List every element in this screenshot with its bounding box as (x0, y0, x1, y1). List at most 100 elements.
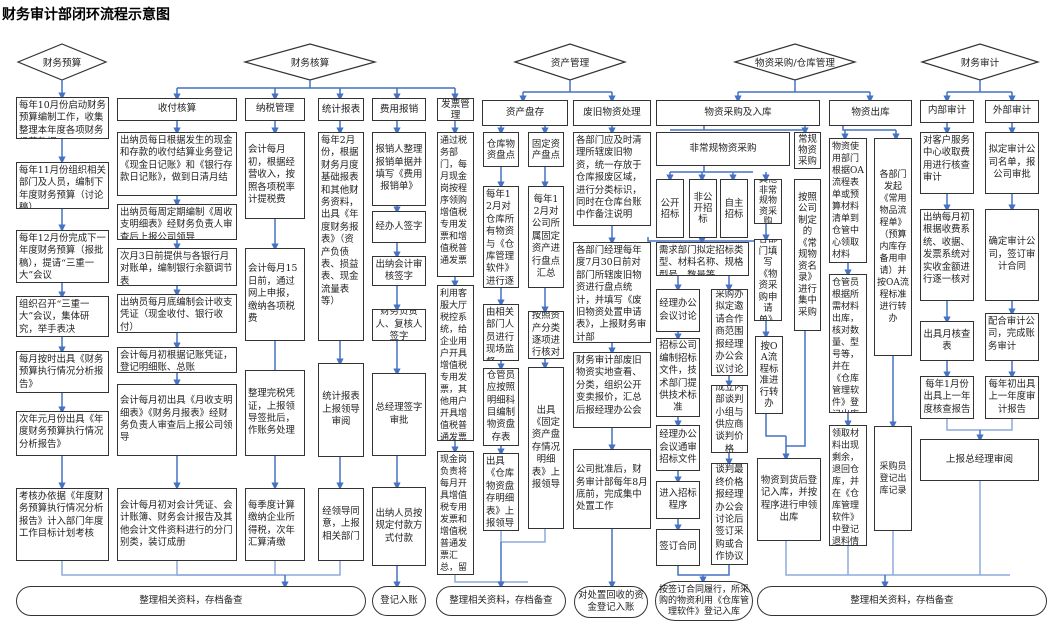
tax-step: 会计每月15日前，通过网上申报，缴纳各项税费 (245, 248, 305, 341)
tax-step: 每季度计算缴纳企业所得税，次年汇算清缴 (245, 488, 305, 561)
arrival-step: 物资到货后登记入库，并按程序进行申领出库 (757, 458, 821, 541)
warehouse-step: 出具《仓库物资盘存明细表》上报领导 (483, 453, 519, 531)
expense-step: 出纳人员按规定付款方式付款 (372, 487, 426, 566)
tender-right-step: 谈判最终价格报经理办公会讨论后签订采购或合作协议 (711, 463, 748, 565)
decision-assets (513, 43, 627, 81)
budget-step: 每年10月份启动财务预算编制工作，收集整理本年度各项财务经营数据 (16, 97, 109, 139)
outbound-left-step: 仓管员根据所需材料出库，核对数量、型号等，并在《仓库管理软件》登记出库 (829, 274, 867, 413)
invoice-step: 利用客服大厅税控系统，给企业用户开具增值税专用发票，其他用户开具增值税普通发票 (437, 285, 474, 441)
reports-step: 经领导同意，上报相关部门 (318, 488, 364, 561)
disposal-step: 各部门经理每年度7月30日前对部门所辖废旧物资进行盘点统计，并填写《废旧物资处置… (573, 242, 651, 343)
settlement-step: 出纳员每日根据发生的现金和存款的收付结算业务登记《现金日记账》和《银行存款日记账… (117, 132, 237, 196)
budget-step: 组织召开“三重一大”会议，集体研究，举手表决 (16, 296, 109, 337)
internal-audit-step: 出纳每月初根据收费系统、收据、发票系统对实收金额进行逐一核对 (920, 209, 974, 301)
internal-audit-step: 出具月核查表 (920, 321, 974, 361)
invoice-step: 现金岗负责将每月开具增值税专用发票和增值税普通发票汇总，留存备查 (437, 451, 474, 575)
expense-step: 出纳会计审核签字 (372, 256, 426, 286)
warehouse-step: 仓管员应按照明细科目编制物资盘存表 (483, 368, 519, 446)
external-audit-step: 确定审计公司，签订审计合同 (985, 209, 1039, 301)
expense-step: 经办人签字 (372, 211, 426, 243)
audit-report-step: 上报总经理审阅 (920, 439, 1039, 481)
fixed-asset-count-header: 固定资产盘点 (528, 132, 564, 167)
expense-step: 总经理签字审批 (372, 373, 426, 456)
accounting-decision-label: 财务核算 (290, 58, 330, 69)
budget-step: 每年12月份完成下一年度财务预算（报批稿），提请“三重一大”会议 (16, 230, 109, 283)
tender-left-step: 进入招标程序 (656, 481, 700, 519)
nonregular-purchase-header: 非常规物资采购 (656, 132, 790, 166)
other-nonregular-step: 按OA流程标准进行转办 (755, 336, 783, 414)
fixed-asset-step: 按照资产分类逐项进行核对 (528, 311, 564, 359)
disposal-header: 废旧物资处理 (573, 100, 651, 126)
method-self-tender: 自主招标 (720, 179, 748, 238)
inventory-end-terminal: 整理相关资料，存档备查 (436, 586, 566, 616)
tender-left-step: 招标公司编制招标文件，技术部门提供技术标准 (656, 338, 700, 417)
settlement-step: 会计每月初对会计凭证、会计账簿、财务会计报告及其他会计文件资料进行的分门别类，装… (117, 488, 237, 561)
decision-accounting (242, 43, 378, 81)
settlement-step: 次月3日前提供与各银行月对账单，编制银行余额调节表 (117, 248, 237, 286)
method-nonpublic-tender: 非公开招标 (689, 179, 717, 238)
tax-header: 纳税管理 (245, 98, 305, 121)
regular-purchase-step: 按照公司制定的《常规物资名录》进行集中采购 (794, 179, 821, 331)
other-nonregular-header: 其他非常规物资采购 (754, 179, 782, 224)
settlement-step: 出纳员每月底编制会计收支凭证（现金收付、银行收付） (117, 294, 237, 333)
disposal-step: 公司批准后，财务审计部每年8月底前，完成集中处置工作 (573, 449, 651, 529)
external-audit-step: 配合审计公司，完成账务审计 (985, 313, 1039, 361)
reports-step: 统计报表上报领导审阅 (318, 363, 364, 457)
budget-decision-label: 财务预算 (42, 58, 82, 69)
settlement-header: 收付核算 (117, 98, 237, 121)
settlement-step: 出纳员每周定期编制《周收支明细表》经财务负责人审查后上报公司领导 (117, 204, 237, 240)
invoice-step: 通过税务部门，每月现金岗按程序领购增值税专用发票和增值税普通发票 (437, 132, 474, 277)
decision-budget (16, 43, 108, 81)
warehouse-count-header: 仓库物资盘点 (483, 132, 519, 167)
decision-audit (919, 43, 1041, 81)
purchase-inbound-header: 物资采购及入库 (656, 100, 820, 126)
expense-header: 费用报销 (372, 98, 426, 121)
outbound-left-step: 领取材料出现剩余，退回仓库，并在《仓库管理软件》中登记退料情况，并入库 (829, 425, 867, 546)
reports-header: 统计报表 (318, 98, 364, 121)
warehouse-step: 每年12月对仓库所有物资与《仓库管理软件》进行逐一核对 (483, 186, 519, 288)
tender-left-step: 经理办公会议通审招标文件 (656, 425, 700, 471)
invoice-header: 发票管理 (437, 98, 474, 121)
outbound-header: 物资出库 (829, 100, 912, 126)
settlement-step: 会计每月初根据记账凭证，登记明细账、总账 (117, 347, 237, 373)
external-audit-step: 每年初出具上一年度审计报告 (985, 376, 1039, 419)
expense-step: 报销人整理报销单据并填写《费用报销单》 (372, 132, 426, 206)
procurement-decision-label: 物资采购/仓库管理 (755, 58, 835, 69)
internal-audit-step: 对客户服务中心收取费用进行核查审计 (920, 132, 974, 194)
internal-audit-step: 每年1月份出具上一年度核查报告 (920, 376, 974, 419)
inventory-header: 资产盘存 (482, 100, 568, 126)
disposal-step: 各部门应及时清理所辖废旧物资，统一存放于仓库报废区域，进行分类标识，同时在仓库台… (573, 132, 651, 226)
fixed-asset-step: 每年12月对公司所属固定资产进行盘点汇总 (528, 186, 564, 288)
method-public-tender: 公开招标 (656, 179, 684, 238)
fixed-asset-step: 出具《固定资产盘存情况明细表》上报领导 (528, 367, 564, 529)
tender-definition: 需求部门拟定招标类型、材料名称、规格型号、数量等 (656, 242, 749, 276)
tender-right-step: 成立内部谈判小组与供应商谈判价格 (711, 385, 748, 453)
budget-step: 次年元月份出具《年度财务预算执行情况分析报告》 (16, 411, 109, 456)
accounting-end-terminal: 整理相关资料，存档备查 (16, 586, 366, 616)
tax-step: 整理完税凭证，上报领导签批后，作账务处理 (245, 370, 305, 456)
procurement-end-terminal: 整理相关资料，存档备查 (757, 586, 1047, 616)
tender-left-step: 签订合同 (656, 529, 700, 566)
tax-step: 会计每月初，根据经营收入，按照各项税率计提税费 (245, 132, 305, 219)
outbound-right-step: 各部门发起《常用物品流程单》（预算内库存备用申请）并按OA流程标准进行转办 (874, 138, 912, 356)
internal-audit-header: 内部审计 (920, 100, 974, 123)
disposal-end-terminal: 对处置回收的资金登记入账 (574, 586, 648, 618)
reports-step: 每年2月份，根据财务月度基础报表和其他财务资料，出具《年度财务报表》（资产负债表… (318, 132, 364, 341)
audit-decision-label: 财务审计 (960, 58, 1000, 69)
external-audit-step: 拟定审计公司名单，报公司审批 (985, 132, 1039, 194)
budget-step: 每月按时出具《财务预算执行情况分析报告》 (16, 351, 109, 393)
budget-step: 每年11月份组织相关部门及人员，编制下年度财务预算（讨论稿） (16, 162, 109, 209)
other-nonregular-step: 各部门填写《物资采购申请单》 (754, 239, 782, 321)
outbound-right-step: 采购员登记出库记录 (874, 426, 912, 531)
regular-purchase-header: 常规物资采购 (794, 132, 821, 169)
warehouse-step: 由相关部门人员进行现场监督 (483, 304, 519, 361)
settlement-step: 会计每月初出具《月收支明细表》《财务月报表》经财务负责人审查后上报公司领导 (117, 384, 237, 456)
tender-right-step: 采购办拟定邀请合作商范围报经理办公会议讨论 (711, 289, 748, 376)
contract-end-terminal: 按签订合同履行，所采购的物资利用《仓库管理软件》登记入库 (655, 581, 753, 621)
page-title: 财务审计部闭环流程示意图 (2, 7, 170, 23)
budget-step: 考核办依据《年度财务预算执行情况分析报告》计入部门年度工作目标计划考核 (16, 488, 109, 561)
expense-step: 财务负责人、复核人签字 (372, 309, 426, 341)
tender-left-step: 经理办公会议讨论 (656, 289, 700, 332)
expense-end-terminal: 登记入账 (372, 586, 426, 616)
